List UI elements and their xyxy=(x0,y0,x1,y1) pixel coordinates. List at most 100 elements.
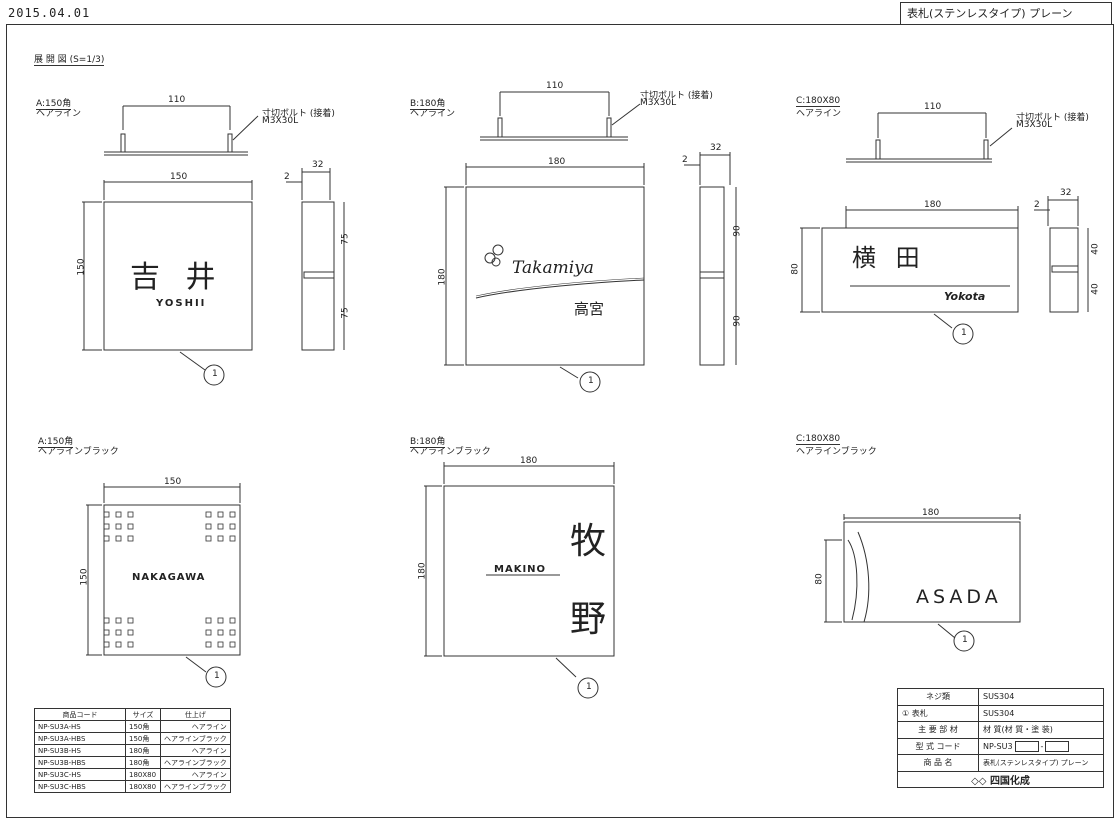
table-cell: SUS304 xyxy=(978,704,1104,722)
table-cell: ① 表札 xyxy=(897,704,979,722)
table-cell: 180角 xyxy=(125,756,161,769)
table-row: 商 品 名表札(ステンレスタイプ) プレーン xyxy=(897,754,1104,772)
view-a1-dim-w: 150 xyxy=(170,172,188,182)
decorative-hole xyxy=(217,617,224,624)
callout-c2: 1 xyxy=(962,635,968,645)
bracket-c1 xyxy=(846,112,1013,163)
nameplate-b1-romaji: Takamiya xyxy=(512,258,594,278)
view-a1-side-32: 32 xyxy=(312,160,324,170)
decorative-hole xyxy=(127,535,134,542)
table-header-cell: 仕上げ xyxy=(160,708,231,721)
decorative-hole xyxy=(217,641,224,648)
table-cell: NP-SU3B-HS xyxy=(34,744,126,757)
view-a2-dim-w: 150 xyxy=(164,477,182,487)
view-a1-dim-top: 110 xyxy=(168,95,186,105)
decorative-hole xyxy=(103,535,110,542)
decorative-hole xyxy=(127,629,134,636)
decorative-hole xyxy=(229,511,236,518)
nameplate-b2-romaji: MAKINO xyxy=(494,564,547,575)
drawing-date: 2015.04.01 xyxy=(8,6,91,20)
plate-b2 xyxy=(424,462,615,699)
table-cell: ヘアライン xyxy=(160,744,231,757)
decorative-hole xyxy=(229,523,236,530)
view-c1-side-2: 2 xyxy=(1034,200,1040,210)
decorative-hole xyxy=(205,523,212,530)
table-cell: ヘアラインブラック xyxy=(160,780,231,793)
plate-c1 xyxy=(800,206,1019,345)
decorative-hole xyxy=(115,629,122,636)
table-cell: ヘアライン xyxy=(160,720,231,733)
section-title: 展 開 図 (S=1/3) xyxy=(34,52,105,66)
decorative-hole xyxy=(205,641,212,648)
view-b1-side-90a: 90 xyxy=(732,225,743,237)
view-c1-dim-top: 110 xyxy=(924,102,942,112)
decorative-hole xyxy=(229,535,236,542)
company-cell: ◇◇ 四国化成 xyxy=(897,770,1104,788)
bolt-spec-a1: M3X30L xyxy=(262,116,299,126)
view-c2-dim-h: 80 xyxy=(814,573,825,585)
drawing-title: 表札(ステンレスタイプ) プレーン xyxy=(900,2,1112,24)
view-b1-side-90b: 90 xyxy=(732,315,743,327)
callout-a2: 1 xyxy=(214,671,220,681)
model-code-box xyxy=(1014,740,1039,752)
plate-a1 xyxy=(82,180,253,386)
decorative-hole xyxy=(217,535,224,542)
nameplate-c1-romaji: Yokota xyxy=(944,290,986,303)
side-a1 xyxy=(286,168,345,351)
decorative-hole xyxy=(115,641,122,648)
table-header-cell: サイズ xyxy=(125,708,161,721)
table-cell: 180X80 xyxy=(125,768,161,781)
view-b1-name: B:180角 xyxy=(410,96,446,110)
table-cell: NP-SU3C-HS xyxy=(34,768,126,781)
view-b1-side-2: 2 xyxy=(682,155,688,165)
table-row: ◇◇ 四国化成 xyxy=(897,770,1104,788)
decorative-hole xyxy=(205,629,212,636)
table-cell: ヘアラインブラック xyxy=(160,756,231,769)
decorative-hole xyxy=(205,511,212,518)
view-c1-dim-w: 180 xyxy=(924,200,942,210)
nameplate-a2-romaji: NAKAGAWA xyxy=(132,572,206,583)
table-cell: ヘアラインブラック xyxy=(160,732,231,745)
model-code-prefix: NP-SU3 xyxy=(983,741,1013,751)
view-b2-name: B:180角 xyxy=(410,434,446,448)
view-c1-dim-h: 80 xyxy=(790,263,801,275)
view-b2-dim-w: 180 xyxy=(520,456,538,466)
table-cell: 型 式 コード xyxy=(897,737,979,755)
decorative-hole xyxy=(127,641,134,648)
table-cell: NP-SU3B-HBS xyxy=(34,756,126,769)
view-a1-side-2: 2 xyxy=(284,172,290,182)
view-c1-name: C:180X80 xyxy=(796,96,841,107)
table-cell: 180角 xyxy=(125,744,161,757)
view-a1-side-75a: 75 xyxy=(340,233,351,245)
decorative-hole xyxy=(205,617,212,624)
decorative-hole xyxy=(103,511,110,518)
holes-a2 xyxy=(103,511,236,648)
decorative-hole xyxy=(127,523,134,530)
table-cell: NP-SU3- xyxy=(978,737,1104,755)
decorative-hole xyxy=(217,629,224,636)
view-c2-dim-w: 180 xyxy=(922,508,940,518)
callout-a1: 1 xyxy=(212,369,218,379)
view-b1-dim-top: 110 xyxy=(546,81,564,91)
view-b2-dim-h: 180 xyxy=(417,562,428,580)
decorative-hole xyxy=(115,523,122,530)
table-cell: NP-SU3A-HS xyxy=(34,720,126,733)
decorative-hole xyxy=(115,617,122,624)
company-name: 四国化成 xyxy=(989,775,1030,787)
view-c1-finish: ヘアライン xyxy=(796,109,842,119)
table-cell: NP-SU3A-HBS xyxy=(34,732,126,745)
view-b2-finish: ヘアラインブラック xyxy=(410,447,491,457)
table-cell: ヘアライン xyxy=(160,768,231,781)
view-c1-side-40b: 40 xyxy=(1090,283,1101,295)
drawing-frame xyxy=(6,24,1114,818)
decorative-hole xyxy=(217,511,224,518)
decorative-hole xyxy=(205,535,212,542)
